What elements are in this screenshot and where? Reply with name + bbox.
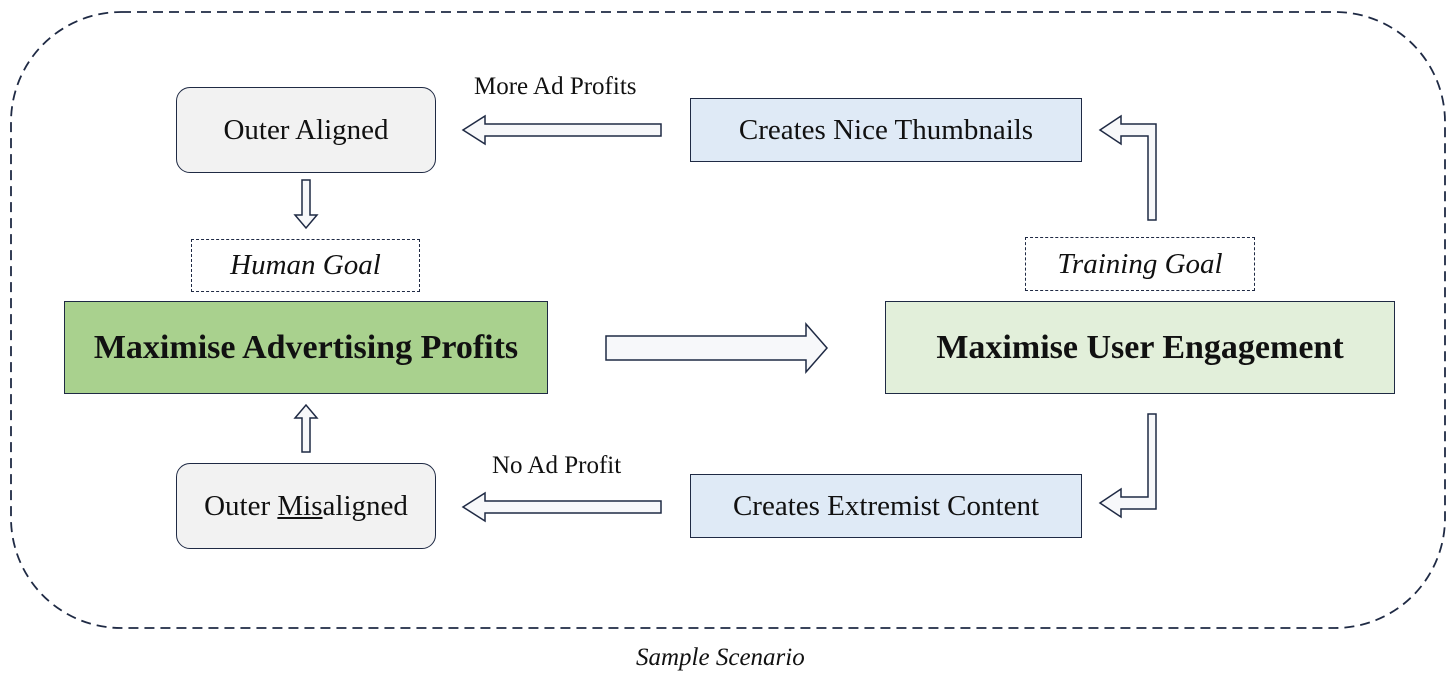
arrow-advertising-to-engagement [605, 322, 828, 374]
arrow-training-goal-to-thumbnails [1098, 114, 1157, 221]
node-maximise-advertising-profits-label: Maximise Advertising Profits [93, 328, 519, 366]
node-human-goal: Human Goal [191, 239, 420, 292]
arrow-extremist-to-misaligned [461, 491, 662, 523]
node-maximise-advertising-profits: Maximise Advertising Profits [64, 301, 548, 394]
edge-label-more-ad-profits: More Ad Profits [474, 73, 637, 100]
node-training-goal-label: Training Goal [1057, 247, 1223, 280]
arrow-thumbnails-to-aligned [461, 114, 662, 146]
node-outer-misaligned-suffix: aligned [322, 489, 408, 522]
node-creates-nice-thumbnails: Creates Nice Thumbnails [690, 98, 1082, 162]
node-creates-extremist-content: Creates Extremist Content [690, 474, 1082, 538]
arrow-misaligned-to-advertising [293, 403, 319, 453]
scenario-boundary [10, 11, 1446, 629]
node-outer-misaligned: Outer Misaligned [176, 463, 436, 549]
arrow-engagement-to-extremist [1098, 413, 1157, 519]
edge-label-no-ad-profit: No Ad Profit [492, 452, 622, 479]
node-outer-misaligned-label: Outer Misaligned [204, 490, 408, 523]
node-outer-aligned-label: Outer Aligned [223, 113, 389, 146]
node-creates-extremist-content-label: Creates Extremist Content [732, 489, 1040, 522]
node-outer-misaligned-prefix: Outer [204, 489, 278, 522]
node-maximise-user-engagement: Maximise User Engagement [885, 301, 1395, 394]
node-maximise-user-engagement-label: Maximise User Engagement [936, 328, 1344, 366]
node-human-goal-label: Human Goal [230, 249, 381, 281]
node-outer-aligned: Outer Aligned [176, 87, 436, 173]
node-outer-misaligned-underlined: Mis [277, 489, 323, 522]
node-creates-nice-thumbnails-label: Creates Nice Thumbnails [738, 113, 1034, 146]
arrow-aligned-to-human-goal [293, 179, 319, 230]
diagram-caption: Sample Scenario [636, 644, 805, 671]
node-training-goal: Training Goal [1025, 237, 1255, 291]
